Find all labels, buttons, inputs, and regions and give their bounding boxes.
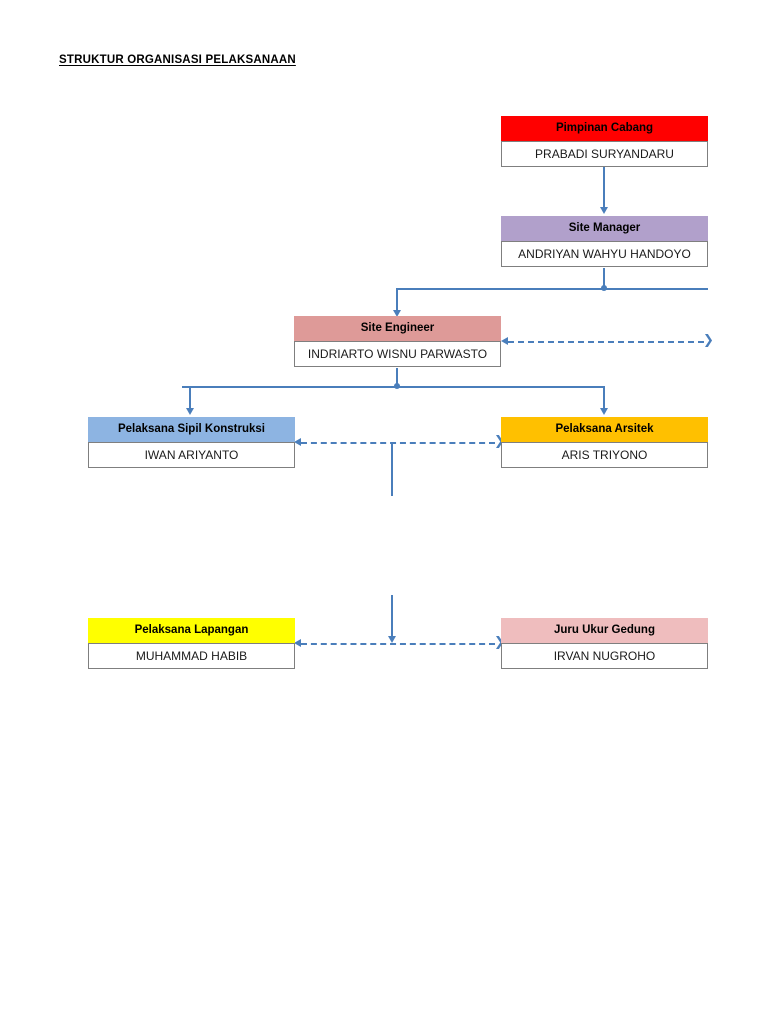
connector-middle-drop-upper	[391, 442, 393, 496]
node-title-site-engineer: Site Engineer	[294, 316, 501, 341]
arrowhead-site-engineer	[392, 310, 401, 317]
node-pelaksana-lapangan[interactable]: Pelaksana Lapangan MUHAMMAD HABIB	[88, 618, 295, 669]
arrowhead-dashed-site-engineer-left	[501, 337, 508, 345]
connector-site-engineer-stub	[396, 368, 398, 387]
node-pimpinan-cabang[interactable]: Pimpinan Cabang PRABADI SURYANDARU	[501, 116, 708, 167]
connector-dashed-site-engineer-right	[508, 341, 704, 343]
arrowhead-bottom-row	[387, 636, 396, 643]
node-title-juru-ukur-gedung: Juru Ukur Gedung	[501, 618, 708, 643]
node-pelaksana-sipil-konstruksi[interactable]: Pelaksana Sipil Konstruksi IWAN ARIYANTO	[88, 417, 295, 468]
arrowhead-dashed-site-engineer-right: ❯	[703, 333, 714, 348]
node-site-manager[interactable]: Site Manager ANDRIYAN WAHYU HANDOYO	[501, 216, 708, 267]
node-site-engineer[interactable]: Site Engineer INDRIARTO WISNU PARWASTO	[294, 316, 501, 367]
page-title: STRUKTUR ORGANISASI PELAKSANAAN	[59, 54, 296, 66]
connector-middle-drop-lower	[391, 595, 393, 638]
arrowhead-dashed-arsitek-right: ❯	[494, 434, 505, 449]
arrowhead-pelaksana-sipil	[185, 408, 194, 415]
node-name-site-manager: ANDRIYAN WAHYU HANDOYO	[501, 241, 708, 267]
arrowhead-dashed-juru-ukur-right: ❯	[494, 635, 505, 650]
connector-bus-level4	[182, 386, 604, 388]
connector-bus-to-pelaksana-sipil	[189, 386, 191, 410]
node-name-pimpinan-cabang: PRABADI SURYANDARU	[501, 141, 708, 167]
connector-bus-level2	[397, 288, 708, 290]
node-title-pelaksana-lapangan: Pelaksana Lapangan	[88, 618, 295, 643]
connector-site-manager-stub	[603, 268, 605, 289]
connector-dashed-sipil-to-arsitek	[301, 442, 495, 444]
connector-bus-to-site-engineer	[396, 288, 398, 312]
node-title-site-manager: Site Manager	[501, 216, 708, 241]
connector-bus-to-pelaksana-arsitek	[603, 386, 605, 410]
connector-dashed-lapangan-to-juru-ukur	[301, 643, 495, 645]
node-name-pelaksana-sipil-konstruksi: IWAN ARIYANTO	[88, 442, 295, 468]
node-title-pelaksana-sipil-konstruksi: Pelaksana Sipil Konstruksi	[88, 417, 295, 442]
node-name-site-engineer: INDRIARTO WISNU PARWASTO	[294, 341, 501, 367]
node-name-pelaksana-lapangan: MUHAMMAD HABIB	[88, 643, 295, 669]
arrowhead-pelaksana-arsitek	[599, 408, 608, 415]
node-title-pimpinan-cabang: Pimpinan Cabang	[501, 116, 708, 141]
node-name-juru-ukur-gedung: IRVAN NUGROHO	[501, 643, 708, 669]
node-title-pelaksana-arsitek: Pelaksana Arsitek	[501, 417, 708, 442]
arrowhead-dashed-sipil-left	[294, 438, 301, 446]
arrowhead-dashed-lapangan-left	[294, 639, 301, 647]
node-name-pelaksana-arsitek: ARIS TRIYONO	[501, 442, 708, 468]
node-juru-ukur-gedung[interactable]: Juru Ukur Gedung IRVAN NUGROHO	[501, 618, 708, 669]
arrowhead-site-manager	[599, 207, 608, 214]
node-pelaksana-arsitek[interactable]: Pelaksana Arsitek ARIS TRIYONO	[501, 417, 708, 468]
connector-pimpinan-to-site-manager	[603, 167, 605, 208]
